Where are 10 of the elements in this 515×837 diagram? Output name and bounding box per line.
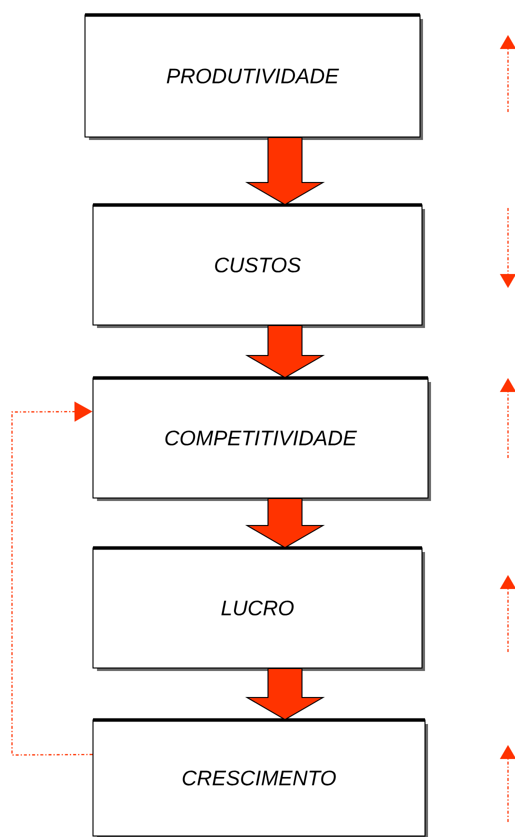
feedback-arrow [11,401,92,756]
block-arrow [245,137,325,206]
block-arrow [245,498,325,548]
process-box: CUSTOS [92,203,425,328]
process-box: CRESCIMENTO [92,718,428,837]
block-arrow [245,668,325,720]
process-box: LUCRO [92,546,425,671]
block-arrow [245,325,325,378]
process-box: COMPETITIVIDADE [92,376,431,501]
process-box: PRODUTIVIDADE [84,13,423,140]
